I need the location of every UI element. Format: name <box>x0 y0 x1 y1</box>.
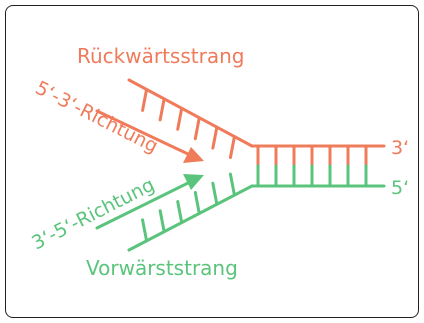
base-pair-rung <box>228 135 236 160</box>
leading-backbone-diagonal <box>127 184 254 252</box>
lagging-direction-label: 5‘-3‘-Richtung <box>32 77 162 158</box>
base-pair-rung <box>141 87 149 112</box>
base-pair-rung <box>176 200 184 225</box>
lagging-strand <box>127 78 386 148</box>
bottom-end-label: 5‘ <box>391 177 409 199</box>
top-end-label: 3‘ <box>391 137 409 159</box>
base-pair-rung <box>193 190 201 215</box>
base-pair-rung <box>176 106 184 131</box>
base-pair-rung <box>228 172 236 197</box>
lagging-direction-arrow <box>95 109 204 163</box>
base-pair-rung <box>158 97 166 122</box>
lagging-strand-label: Rückwärtsstrang <box>77 44 244 68</box>
leading-direction-arrow <box>95 174 204 230</box>
base-pair-rung <box>193 116 201 141</box>
diagram-frame <box>5 5 419 318</box>
leading-rungs <box>141 164 368 243</box>
leading-strand-label: Vorwärststrang <box>86 256 238 280</box>
lagging-backbone-diagonal <box>127 78 254 148</box>
lagging-rungs <box>141 87 368 168</box>
arrowhead-icon <box>183 147 204 163</box>
base-pair-rung <box>158 209 166 234</box>
base-pair-rung <box>211 181 219 206</box>
base-pair-rung <box>211 125 219 150</box>
arrowhead-icon <box>183 174 204 190</box>
leading-strand <box>127 184 386 252</box>
leading-direction-label: 3‘-5‘-Richtung <box>28 174 158 255</box>
base-pair-rung <box>141 218 149 243</box>
